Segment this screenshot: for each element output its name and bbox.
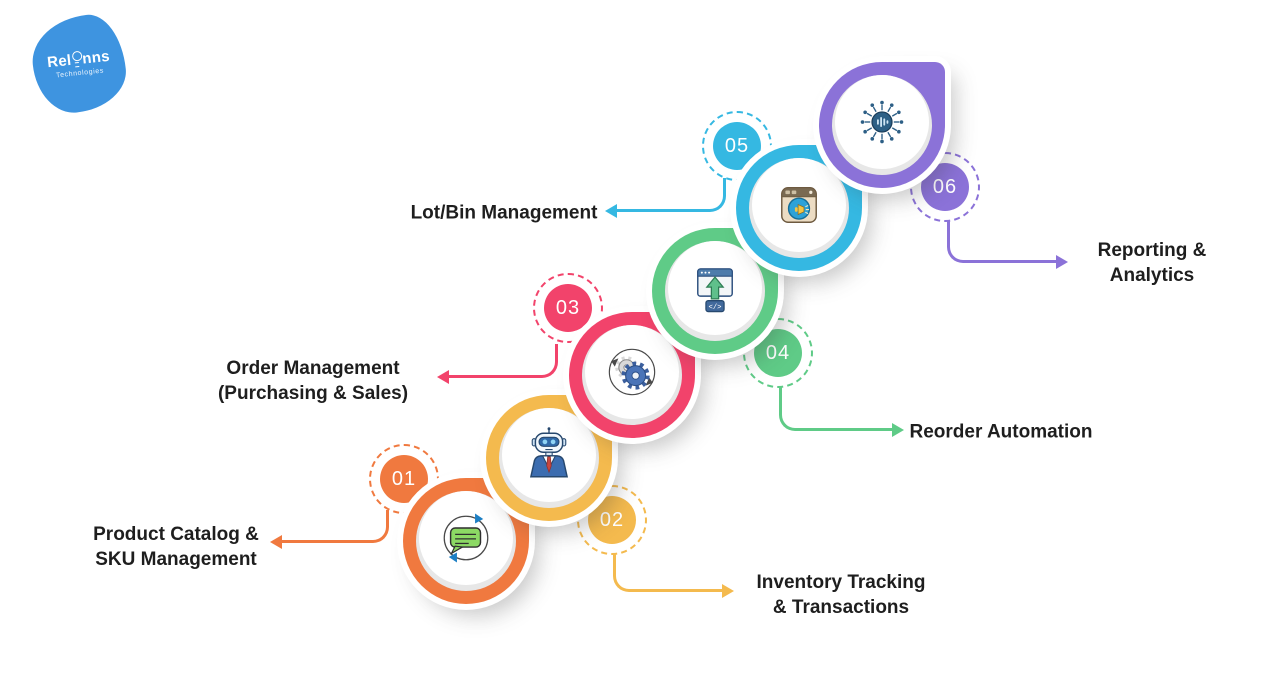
step-04-dashed-ring: [743, 318, 813, 388]
deploy-upload-icon: </>: [697, 268, 733, 313]
step-01-number-badge: 01: [380, 455, 428, 503]
step-06-circle-face: [835, 75, 929, 169]
logo-brand-suffix: nns: [81, 47, 111, 68]
step-05-dashed-ring: [702, 111, 772, 181]
step-06-dashed-ring: [910, 152, 980, 222]
step-04-connector-arrow: [779, 386, 904, 437]
step-04-label: Reorder Automation: [910, 420, 1093, 445]
step-04-circle-face: </>: [668, 241, 762, 335]
step-03-number-badge: 03: [544, 284, 592, 332]
step-04-number: 04: [765, 341, 791, 364]
arrowhead-right-icon: [892, 422, 904, 437]
step-01-circle: [403, 478, 529, 604]
step-05-label: Lot/Bin Management: [411, 201, 598, 226]
step-03-circle-shadow: [582, 325, 682, 425]
step-03-label-line1: Order Management: [226, 358, 400, 379]
step-05-number: 05: [724, 134, 750, 157]
camera-broadcast-icon: [781, 187, 817, 223]
step-03-circle-face: [585, 325, 679, 419]
step-03-number: 03: [555, 296, 581, 319]
arrowhead-left-icon: [270, 534, 282, 549]
step-06-circle: [819, 62, 945, 188]
lightbulb-icon: [72, 55, 82, 68]
step-06-number: 06: [932, 175, 958, 198]
step-02-circle-face: [502, 408, 596, 502]
gears-process-icon: [608, 348, 656, 396]
step-03-connector-arrow: [437, 344, 558, 384]
step-04-circle: </>: [652, 228, 778, 354]
step-04-label-line1: Reorder Automation: [909, 421, 1093, 443]
step-01-connector-arrow: [270, 510, 389, 549]
step-05-circle-face: [752, 158, 846, 252]
step-02-circle: [486, 395, 612, 521]
step-01-label-line2: SKU Management: [95, 549, 257, 570]
step-05-number-badge: 05: [713, 122, 761, 170]
step-01-circle-shadow: [416, 491, 516, 591]
step-04-circle-shadow: [665, 241, 765, 341]
step-06-label-line1: Reporting &: [1097, 240, 1207, 261]
step-05-circle-shadow: [749, 158, 849, 258]
step-02-dashed-ring: [577, 485, 647, 555]
step-02-circle-shadow: [499, 408, 599, 508]
step-06-label: Reporting & Analytics: [1098, 238, 1207, 288]
step-04-number-badge: 04: [754, 329, 802, 377]
step-06-label-line2: Analytics: [1109, 265, 1195, 286]
step-01-label: Product Catalog & SKU Management: [93, 522, 259, 572]
step-06-circle-shadow: [832, 75, 932, 175]
arrowhead-left-icon: [437, 369, 449, 384]
robot-assistant-icon: [529, 427, 569, 478]
step-02-number-badge: 02: [588, 496, 636, 544]
svg-text:</>: </>: [708, 304, 721, 312]
step-02-label-line1: Inventory Tracking: [756, 572, 926, 593]
step-03-dashed-ring: [533, 273, 603, 343]
arrowhead-right-icon: [1056, 254, 1068, 269]
step-05-connector-arrow: [605, 178, 726, 218]
step-02-number: 02: [599, 508, 625, 531]
step-02-connector-arrow: [613, 553, 734, 598]
step-06-connector-arrow: [947, 220, 1068, 269]
step-02-label-line2: & Transactions: [772, 597, 910, 618]
step-02-label: Inventory Tracking & Transactions: [757, 570, 926, 620]
arrowhead-right-icon: [722, 583, 734, 598]
step-03-circle: [569, 312, 695, 438]
step-01-circle-face: [419, 491, 513, 585]
step-01-dashed-ring: [369, 444, 439, 514]
step-06-number-badge: 06: [921, 163, 969, 211]
step-03-label: Order Management (Purchasing & Sales): [218, 356, 408, 406]
chat-sync-icon: [443, 513, 489, 563]
step-01-label-line1: Product Catalog &: [93, 524, 259, 545]
step-03-label-line2: (Purchasing & Sales): [217, 383, 409, 404]
logo-brand-prefix: Rel: [46, 51, 73, 72]
step-01-number: 01: [391, 467, 417, 490]
arrowhead-left-icon: [605, 203, 617, 218]
data-network-icon: [860, 100, 904, 144]
step-05-circle: [736, 145, 862, 271]
step-05-label-line1: Lot/Bin Management: [410, 202, 598, 224]
